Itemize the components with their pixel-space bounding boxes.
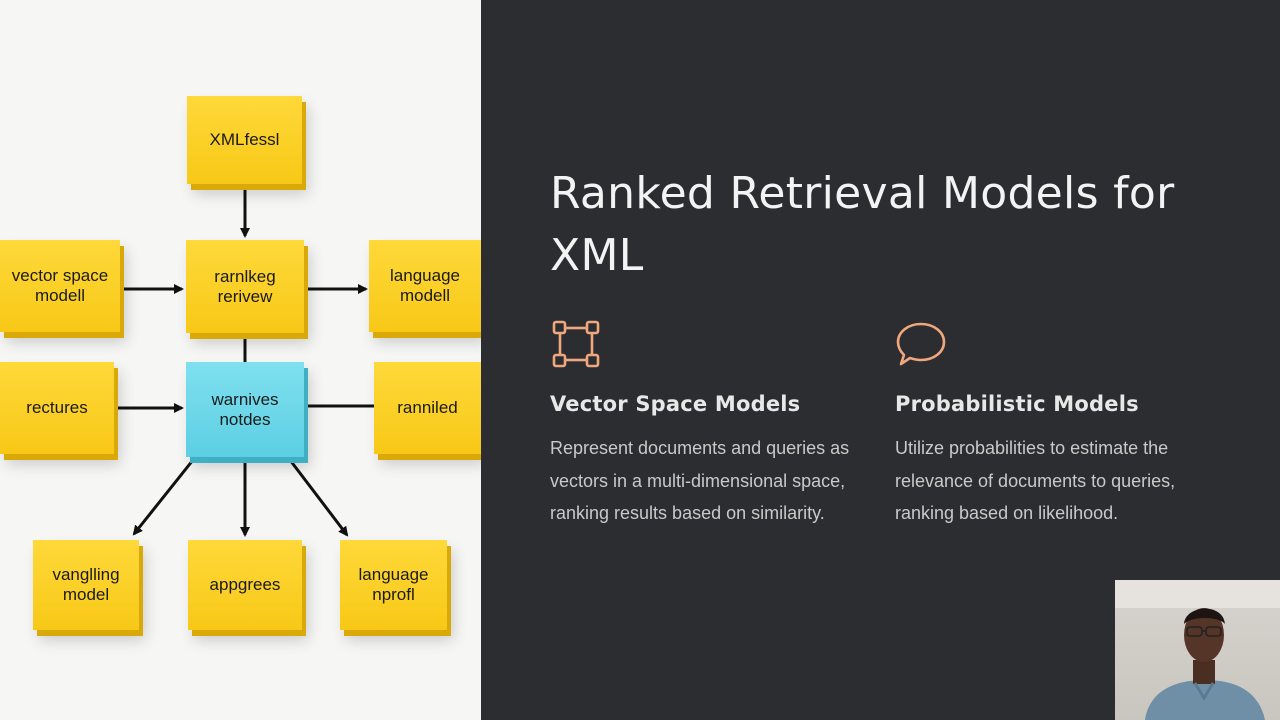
column-body: Represent documents and queries as vecto… <box>550 438 850 523</box>
diagram-panel: XMLfessl rarnlkeg rerivew vector space m… <box>0 0 481 720</box>
box-right-top: language modell <box>369 240 481 332</box>
box-right-mid: ranniled <box>374 362 481 454</box>
box-middle: rarnlkeg rerivew <box>186 240 304 333</box>
column-body: Utilize probabilities to estimate the re… <box>895 438 1176 523</box>
column-probabilistic: Probabilistic Models Utilize probabiliti… <box>895 318 1215 530</box>
box-center: warnives notdes <box>186 362 304 457</box>
diagram-arrows <box>117 187 374 537</box>
box-bottom-left: vanglling model <box>33 540 139 630</box>
slide-title: Ranked Retrieval Models for XML <box>550 168 1175 281</box>
arrow-center-to-bottom-left <box>132 459 195 536</box>
box-bottom-right: language nprofl <box>340 540 447 630</box>
column-heading: Probabilistic Models <box>895 392 1139 416</box>
speech-bubble-icon <box>896 322 946 366</box>
presenter-webcam <box>1115 580 1280 720</box>
presenter-avatar <box>1115 580 1280 720</box>
arrow-center-to-bottom-right <box>288 459 349 537</box>
box-left-top: vector space modell <box>0 240 120 332</box>
box-left-mid: rectures <box>0 362 114 454</box>
box-top: XMLfessl <box>187 96 302 184</box>
column-heading: Vector Space Models <box>550 392 801 416</box>
vector-square-icon <box>552 320 600 368</box>
box-bottom-mid: appgrees <box>188 540 302 630</box>
column-vector-space: Vector Space Models Represent documents … <box>550 318 870 530</box>
